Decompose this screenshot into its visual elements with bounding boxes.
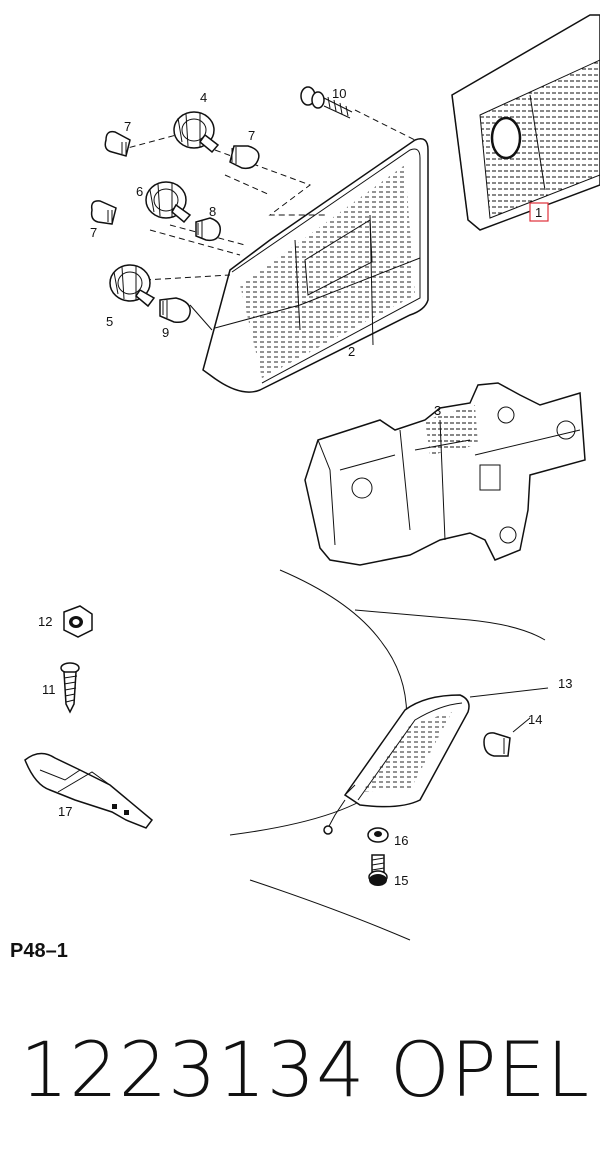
callout-3: 3 — [434, 403, 441, 418]
footer: 1223134 OPEL — [20, 1025, 590, 1114]
callout-8: 8 — [209, 204, 216, 219]
exploded-parts-diagram: 1 2 3 4 5 6 7 7 7 8 9 10 11 12 13 14 15 … — [24, 14, 600, 941]
grommet-part-16 — [367, 827, 389, 843]
callout-7-left: 7 — [90, 225, 97, 240]
callout-numbers: 1 2 3 4 5 6 7 7 7 8 9 10 11 12 13 14 15 … — [38, 86, 572, 888]
bulb-part-8 — [195, 217, 222, 242]
tail-lamp-housing-part-2 — [202, 138, 429, 393]
callout-17: 17 — [58, 804, 72, 819]
bulb-socket-part-6 — [145, 181, 192, 224]
callout-16: 16 — [394, 833, 408, 848]
screw-part-11 — [60, 662, 80, 714]
callout-12: 12 — [38, 614, 52, 629]
lamp-lens-part-1 — [451, 14, 600, 231]
bulb-part-7-right — [229, 145, 260, 170]
bulb-part-14 — [483, 717, 531, 757]
callout-14: 14 — [528, 712, 542, 727]
clip-part-17 — [24, 752, 154, 829]
callout-9: 9 — [162, 325, 169, 340]
callout-7-top-left: 7 — [124, 119, 131, 134]
callout-5: 5 — [106, 314, 113, 329]
callout-1-highlight — [529, 202, 549, 222]
part-number: 1223134 — [20, 1025, 366, 1114]
callout-13: 13 — [558, 676, 572, 691]
callout-10: 10 — [332, 86, 346, 101]
screw-part-15 — [368, 854, 388, 886]
bulb-part-7-left — [90, 200, 117, 225]
screw-part-10 — [300, 86, 353, 119]
callout-2: 2 — [348, 344, 355, 359]
brand-name: OPEL — [389, 1025, 590, 1114]
callout-7-right: 7 — [248, 128, 255, 143]
bulb-socket-part-4 — [173, 111, 220, 154]
callout-4: 4 — [200, 90, 207, 105]
bulb-part-7-top-left — [104, 130, 131, 157]
callout-11: 11 — [42, 682, 56, 697]
bulb-part-9 — [159, 297, 191, 324]
callout-6: 6 — [136, 184, 143, 199]
side-marker-lamp-part-13 — [323, 687, 549, 835]
callout-1: 1 — [535, 205, 542, 220]
mounting-bracket-part-3 — [304, 382, 586, 566]
nut-part-12 — [63, 605, 93, 638]
diagram-page-code: P48–1 — [10, 940, 68, 962]
bulb-socket-part-5 — [109, 264, 156, 308]
callout-15: 15 — [394, 873, 408, 888]
